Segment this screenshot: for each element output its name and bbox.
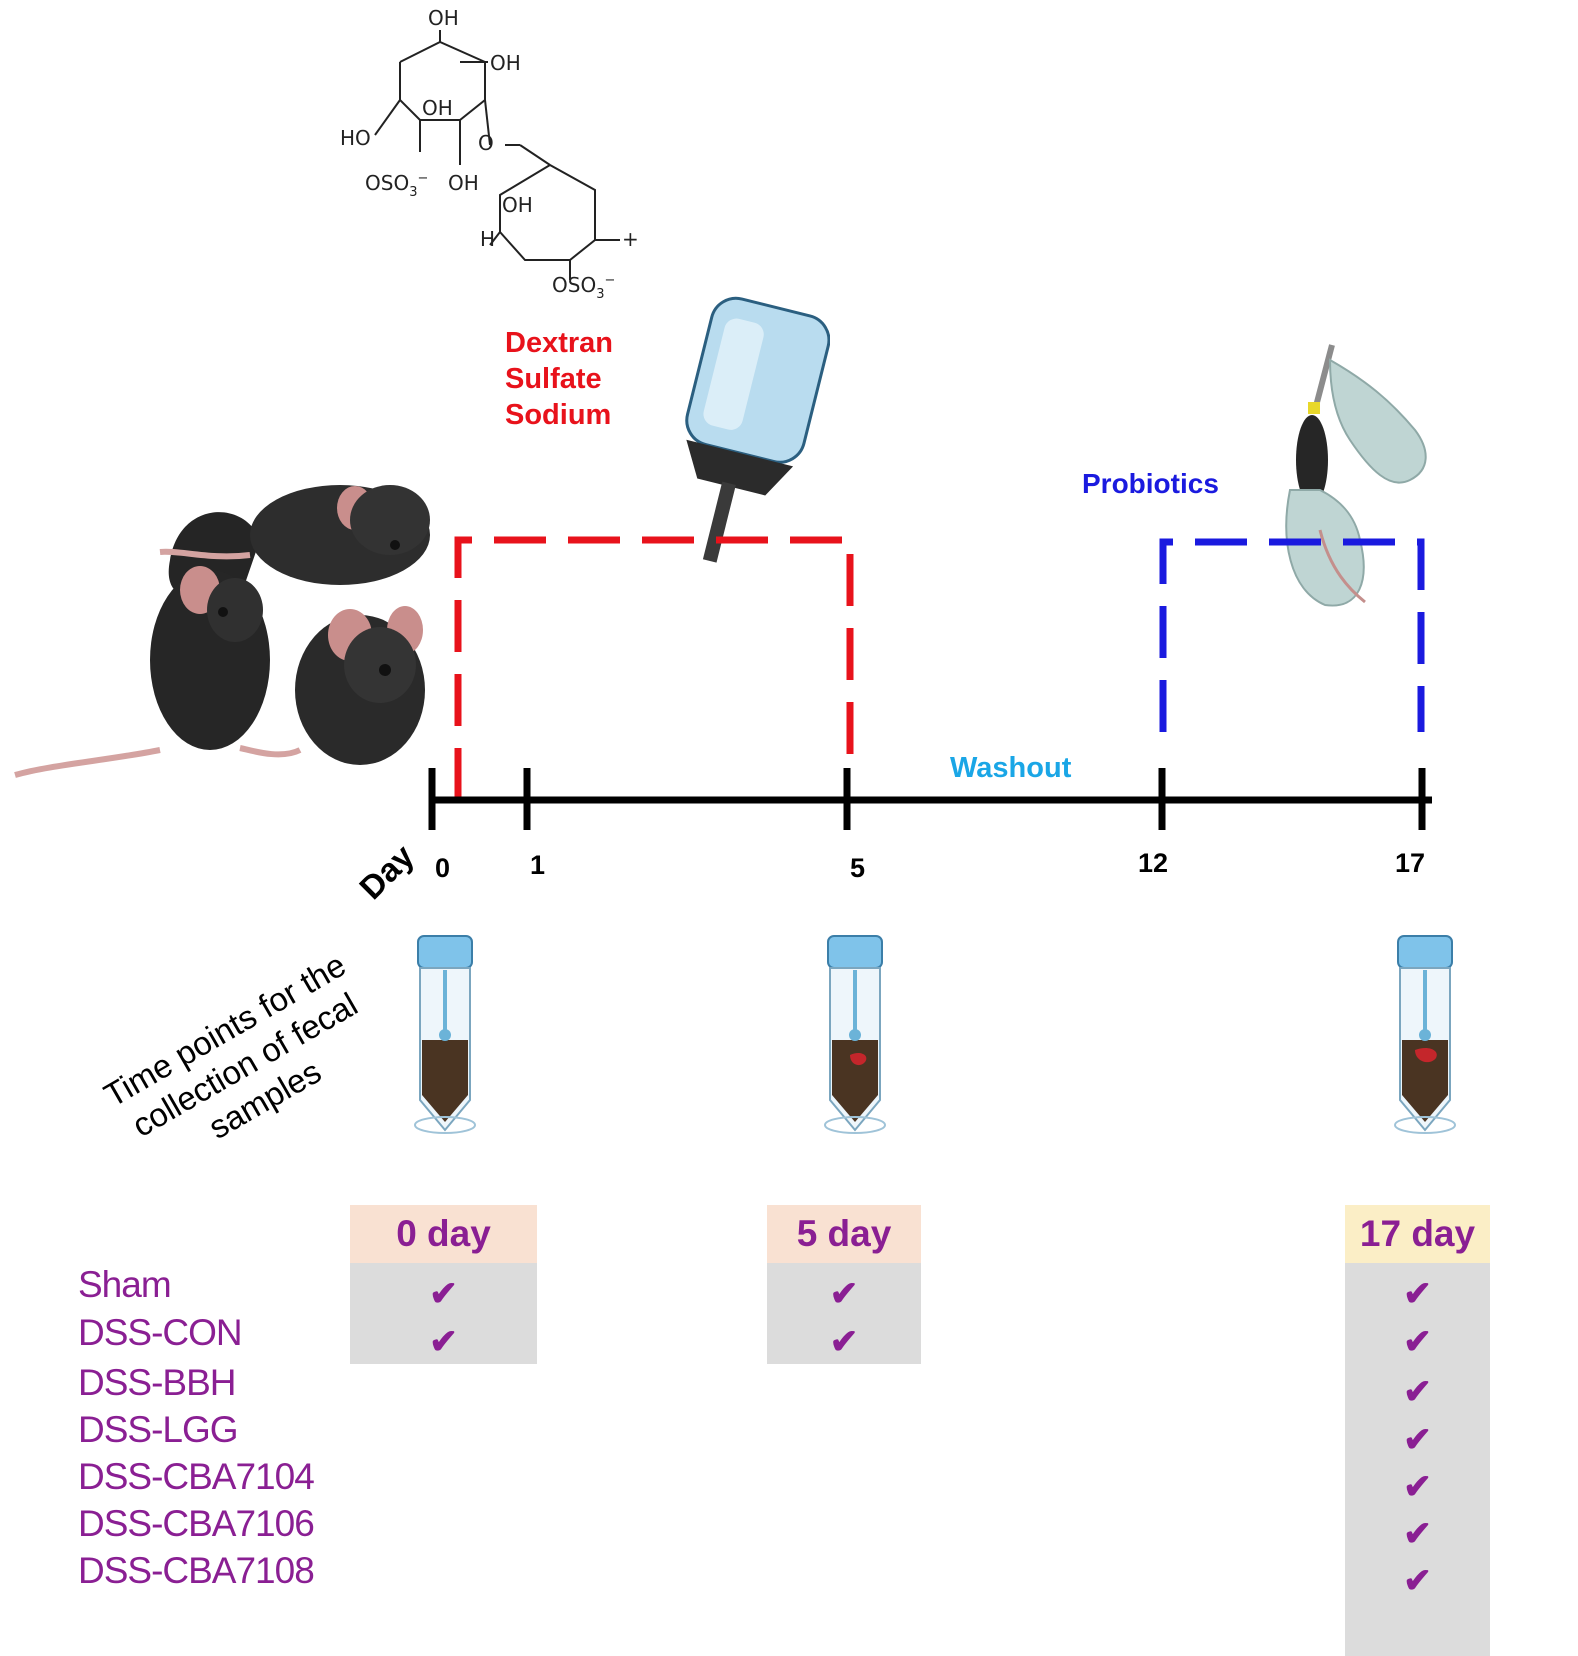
oso3-bottom-label: OSO3− [552,273,615,302]
dextran-structure-icon: OH OH OH HO O OSO3− OH OH H + OSO3− [340,6,639,302]
col-header-day17: 17 day [1345,1205,1490,1263]
tick-label-5: 5 [850,853,866,883]
group-label-dss-con: DSS-CON [78,1312,243,1353]
tick-label-12: 12 [1138,848,1169,878]
ho-left-label: HO [340,126,371,150]
fecal-tube-icon-day0 [414,935,476,1134]
col-body-day17 [1345,1263,1490,1656]
timeline-axis [428,768,1432,830]
dss-label: Dextran Sulfate Sodium [505,325,613,433]
day-axis-label: Day [352,837,421,907]
group-label-dss-lgg: DSS-LGG [78,1409,239,1450]
group-label-dss-cba7106: DSS-CBA7106 [78,1503,315,1544]
washout-label: Washout [950,752,1072,784]
dss-label-line-3: Sodium [505,399,612,431]
fecal-tube-icon-day17 [1394,935,1456,1134]
group-label-sham: Sham [78,1264,172,1305]
plus-label: + [622,227,639,251]
oh-ring2-label: OH [502,193,533,217]
dss-period-box [454,536,854,800]
tick-label-0: 0 [435,853,451,883]
dss-label-line-1: Dextran [505,327,613,359]
group-label-dss-cba7108: DSS-CBA7108 [78,1550,315,1591]
water-bottle-icon [685,296,830,563]
dss-label-line-2: Sulfate [505,363,602,395]
fecal-collection-note: Time points for the collection of fecal … [85,938,405,1192]
tick-label-17: 17 [1395,848,1426,878]
check-day17-dsslgg: ✔ [1403,1421,1432,1459]
check-day17-dssbbh: ✔ [1403,1373,1432,1411]
group-label-dss-bbh: DSS-BBH [78,1362,236,1403]
gavage-hand-icon [1285,344,1427,607]
check-day17-cba7104: ✔ [1403,1468,1432,1506]
oh-mid-label: OH [422,96,453,120]
check-day17-dsscon: ✔ [1403,1323,1432,1361]
check-day0-sham: ✔ [429,1275,458,1313]
check-day0-dsscon: ✔ [429,1323,458,1361]
col-header-day5: 5 day [767,1205,921,1263]
tick-label-1: 1 [530,850,546,880]
check-day5-sham: ✔ [829,1275,859,1313]
probiotics-period-box [1159,538,1425,732]
col-body-day5 [767,1263,921,1364]
col-body-day0 [350,1263,537,1364]
oh-top-label: OH [428,6,459,30]
h-ring2-label: H [480,227,495,251]
check-day17-cba7108: ✔ [1403,1562,1432,1600]
probiotics-label: Probiotics [1082,468,1219,499]
o-bridge-label: O [478,131,494,155]
oso3-left-label: OSO3− [365,171,428,200]
check-day5-dsscon: ✔ [829,1323,859,1361]
fecal-tube-icon-day5 [824,935,886,1134]
check-day17-sham: ✔ [1403,1275,1432,1313]
oh-bottom-label: OH [448,171,479,195]
col-header-day0: 0 day [350,1205,537,1263]
oh-right-label: OH [490,51,521,75]
check-day17-cba7106: ✔ [1403,1515,1432,1553]
group-label-dss-cba7104: DSS-CBA7104 [78,1456,315,1497]
mice-group-icon [14,485,430,778]
